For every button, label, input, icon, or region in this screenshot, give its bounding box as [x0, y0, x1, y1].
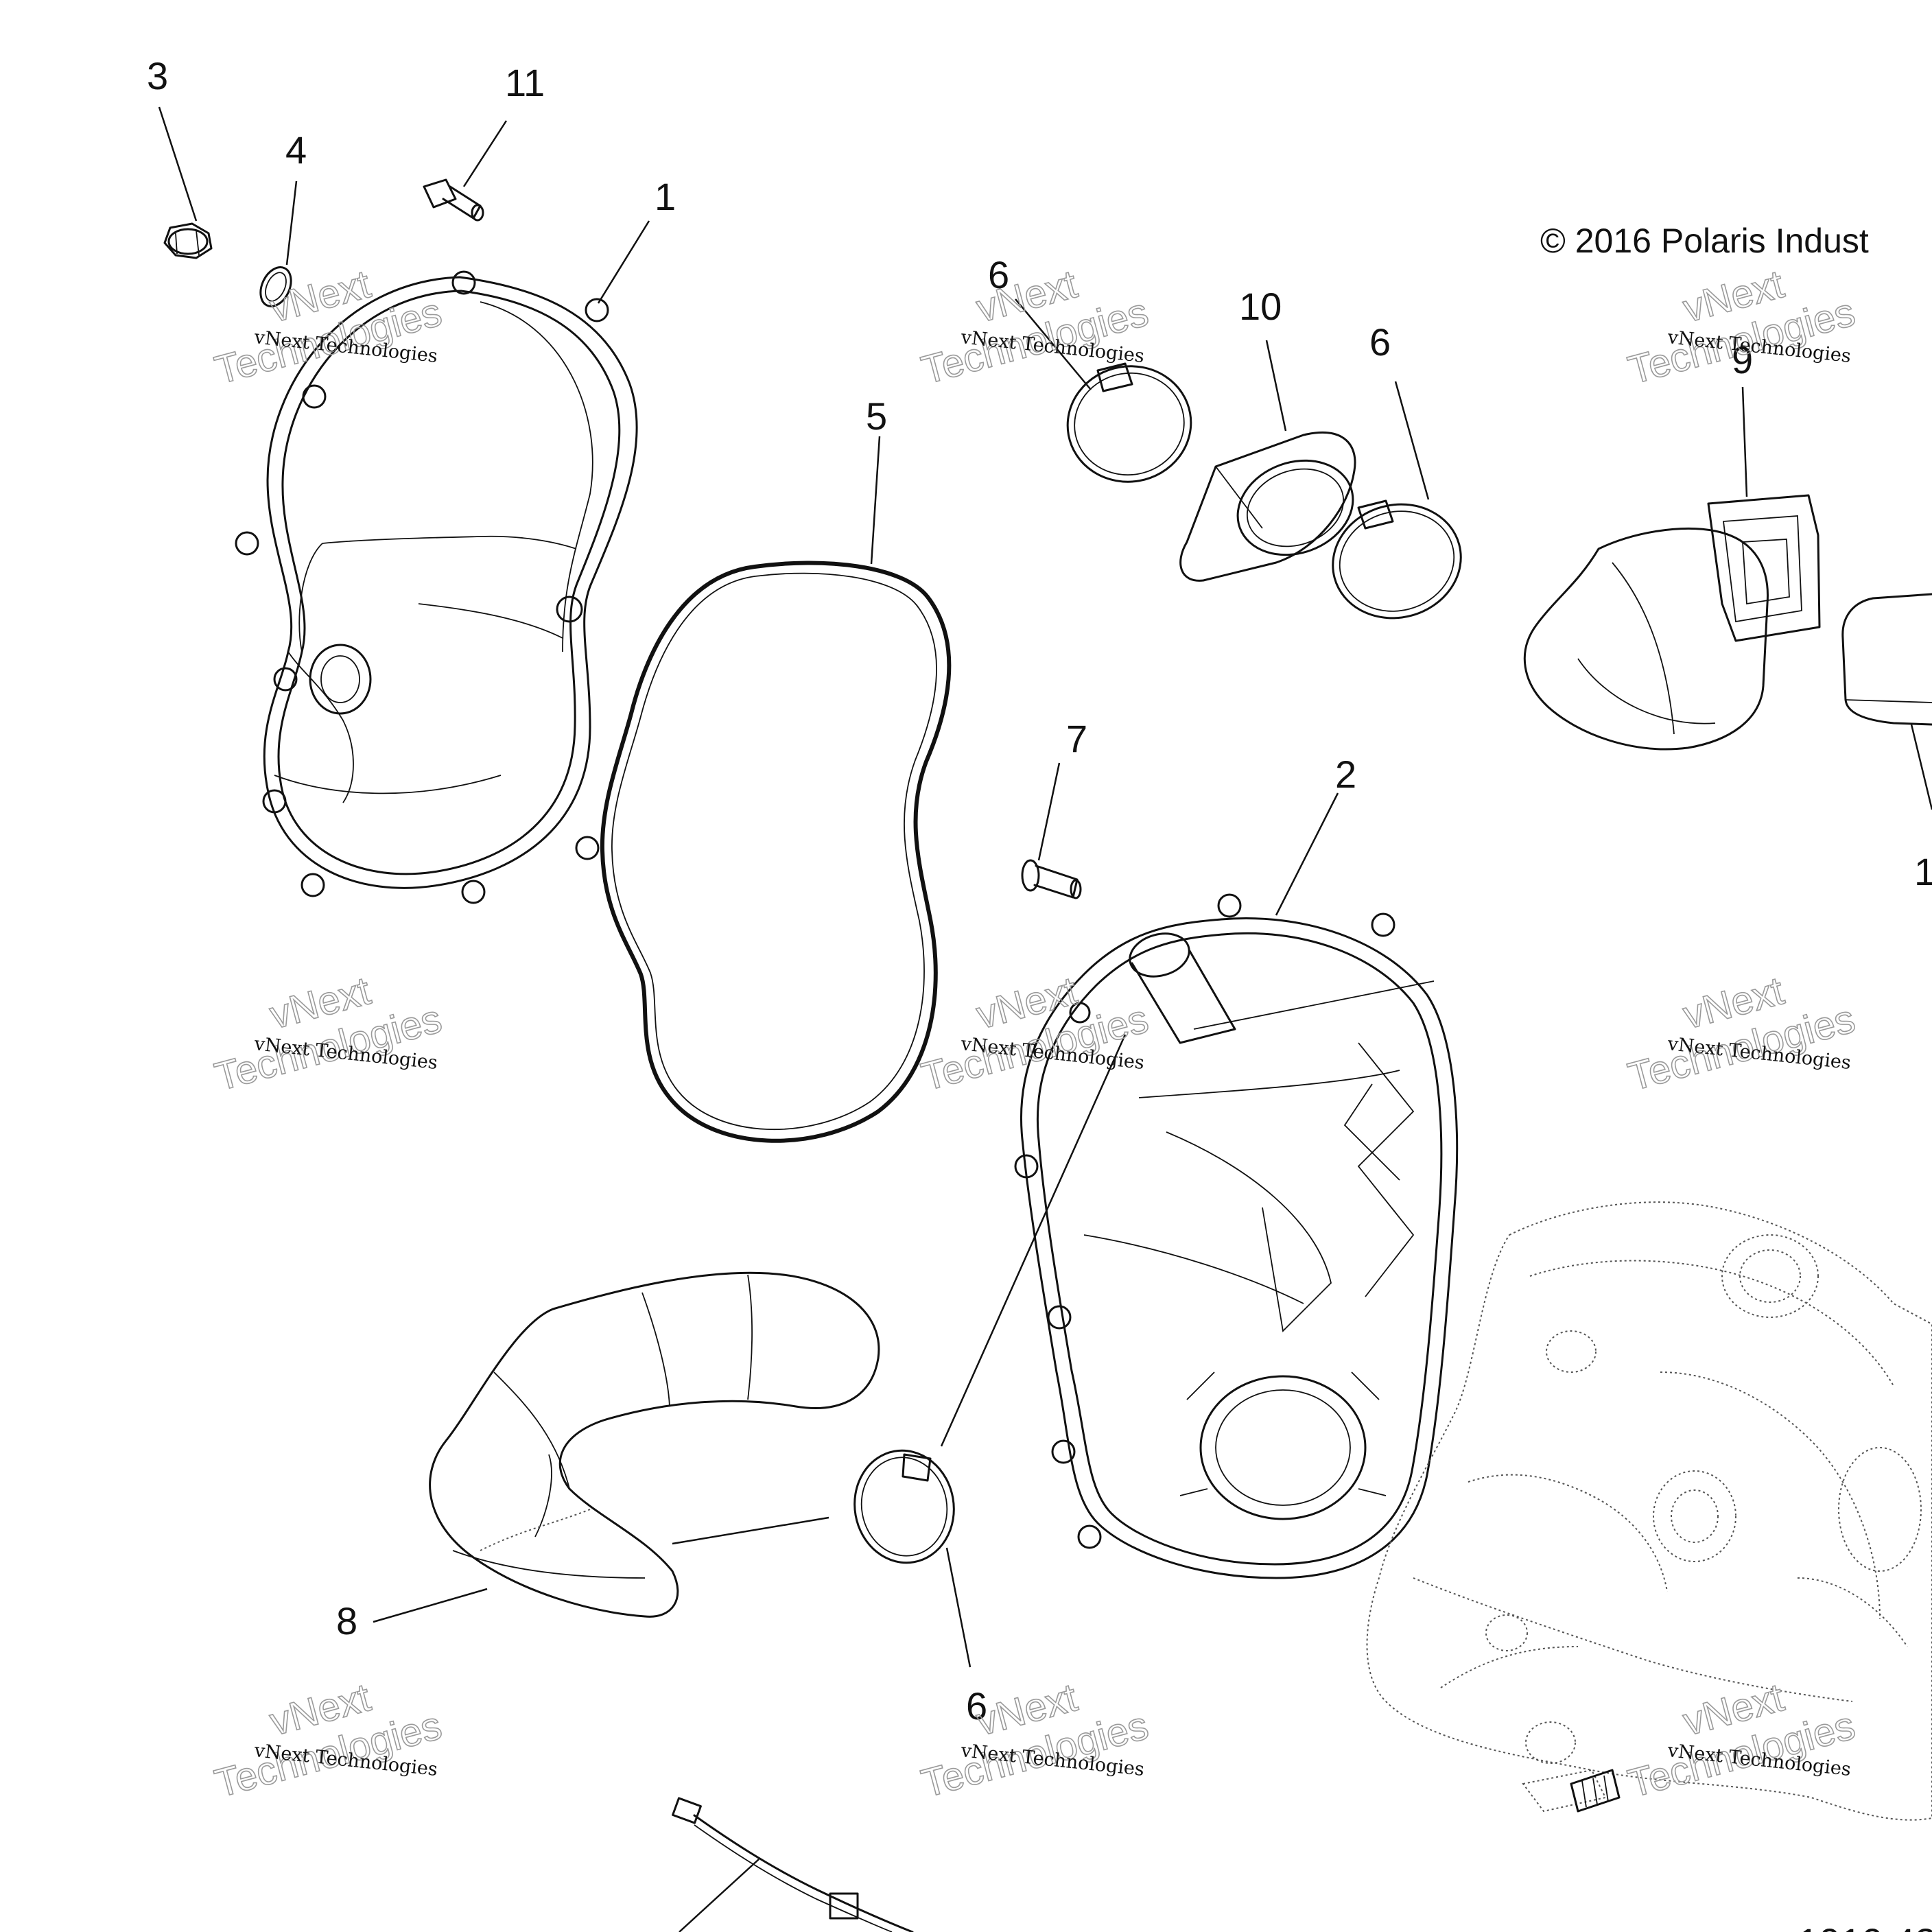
leader-5 — [870, 436, 881, 565]
leader-2 — [1275, 792, 1339, 916]
leader-6c — [945, 1547, 971, 1668]
callout-10: 10 — [1239, 285, 1282, 328]
part-2-inner-cover — [1014, 893, 1459, 1579]
engine-reference — [1366, 1201, 1932, 1821]
part-9-duct — [1523, 494, 1821, 751]
leader-1 — [597, 220, 650, 304]
callout-1: 1 — [655, 175, 676, 218]
leader-12 — [1910, 724, 1932, 810]
part-3-nut — [163, 222, 213, 259]
leader-wire — [679, 1859, 759, 1932]
clamp-connector-line — [940, 1034, 1127, 1447]
leader-6a — [1015, 298, 1092, 390]
callout-11: 11 — [505, 61, 545, 104]
leader-7 — [1037, 762, 1061, 861]
callout-9: 9 — [1732, 338, 1753, 381]
wire-harness-partial — [672, 1797, 914, 1932]
part-5-gasket — [600, 561, 952, 1143]
callout-6b: 6 — [1369, 320, 1391, 364]
footer-number: 1010 43 — [1798, 1920, 1932, 1932]
copyright-text: © 2016 Polaris Indust — [1540, 222, 1869, 260]
part-10-coupler — [1179, 431, 1356, 582]
part-4-oring — [259, 266, 292, 307]
callout-4: 4 — [285, 128, 307, 172]
callout-8: 8 — [336, 1599, 357, 1642]
part-8-hose — [429, 1271, 880, 1618]
part-12-duct-partial — [1841, 593, 1932, 726]
part-6-clamp-b — [1332, 499, 1462, 620]
leader-10 — [1265, 340, 1287, 432]
callout-6a: 6 — [988, 253, 1009, 296]
callout-6c: 6 — [966, 1684, 987, 1728]
leader-8 — [373, 1588, 488, 1623]
leader-6b — [1394, 381, 1430, 500]
part-6-clamp-c — [853, 1449, 955, 1564]
callout-2: 2 — [1335, 753, 1356, 796]
part-1-outer-cover — [235, 270, 638, 904]
callout-12: 1 — [1914, 850, 1932, 893]
leader-9 — [1741, 386, 1748, 497]
leader-4 — [285, 180, 298, 266]
part-6-clamp-a — [1066, 362, 1192, 483]
hose-connector-line — [672, 1516, 829, 1545]
callout-7: 7 — [1066, 717, 1087, 760]
callout-5: 5 — [866, 394, 887, 438]
leader-11 — [462, 120, 508, 187]
leader-3 — [158, 106, 198, 222]
part-7-bolt — [1021, 859, 1082, 899]
callout-3: 3 — [147, 54, 168, 97]
part-11-bolt — [423, 178, 484, 222]
